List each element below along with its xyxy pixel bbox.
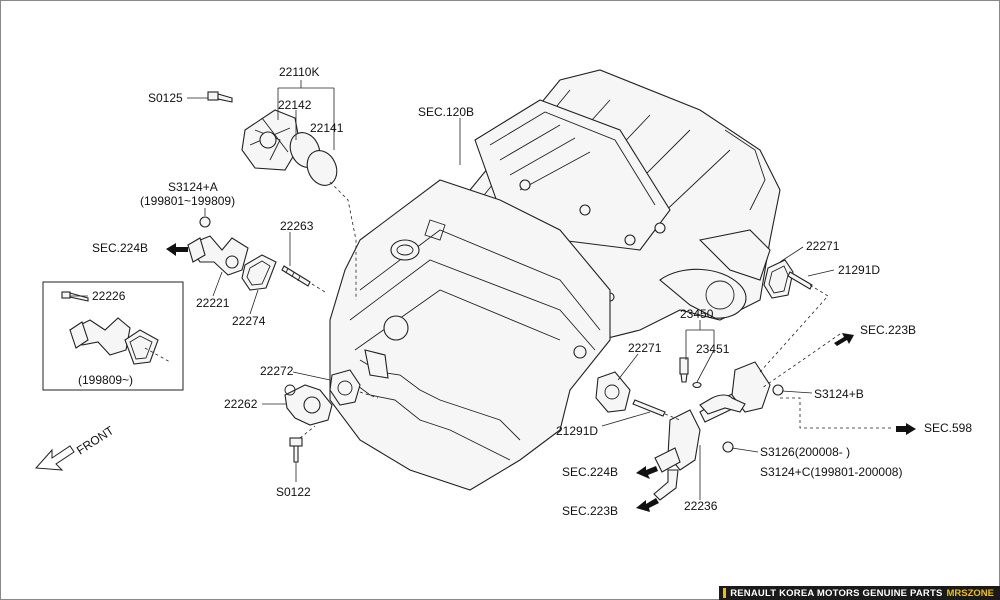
gasket-22271-right <box>763 259 794 299</box>
arrow-sec223b-bottom <box>636 498 659 512</box>
arrow-sec598 <box>896 423 916 435</box>
label-sec223b-bottom: SEC.223B <box>562 504 618 518</box>
label-inset-range: (199809~) <box>78 373 133 387</box>
label-22271-mid: 22271 <box>628 341 662 355</box>
stud-22263 <box>281 265 311 287</box>
water-inlet-22262 <box>284 384 333 426</box>
direction-arrows <box>34 243 916 512</box>
gasket-22272 <box>329 369 361 406</box>
stud-21291D-right <box>787 271 813 290</box>
footer-brand-text: RENAULT KOREA MOTORS GENUINE PARTS <box>730 587 943 599</box>
footer-zone-text: MRSZONE <box>946 587 995 599</box>
label-sec598: SEC.598 <box>924 421 972 435</box>
label-22226: 22226 <box>92 289 126 303</box>
stud-21291D-mid <box>632 399 666 417</box>
label-22236: 22236 <box>684 499 718 513</box>
front-arrow <box>34 445 75 471</box>
label-sec120b: SEC.120B <box>418 105 474 119</box>
label-22272: 22272 <box>260 364 294 378</box>
water-pipe-22236 <box>653 361 784 501</box>
label-21291D-right: 21291D <box>838 263 880 277</box>
arrow-sec224b-bottom <box>636 466 658 479</box>
label-23450: 23450 <box>680 307 714 321</box>
bolt-s0125 <box>207 91 233 103</box>
label-22221: 22221 <box>196 296 230 310</box>
label-s3124a: S3124+A <box>168 180 218 194</box>
washer-23451 <box>692 381 702 389</box>
sensor-23450 <box>679 357 689 383</box>
label-22110K: 22110K <box>279 65 319 79</box>
bolt-s0122 <box>289 437 303 463</box>
arrow-sec224b-left <box>166 243 188 256</box>
water-pump <box>241 109 338 186</box>
water-outlet-22221 <box>187 216 249 276</box>
leader-lines <box>70 80 892 500</box>
footer-banner: RENAULT KOREA MOTORS GENUINE PARTS MRSZO… <box>719 586 1000 600</box>
label-23451: 23451 <box>696 342 730 356</box>
label-s3124b: S3124+B <box>814 387 864 401</box>
label-sec224b-left: SEC.224B <box>92 241 148 255</box>
label-22263: 22263 <box>280 219 314 233</box>
label-sec223b-right: SEC.223B <box>860 323 916 337</box>
gasket-22271-mid <box>595 371 631 413</box>
cylinder-head <box>329 179 611 491</box>
label-22274: 22274 <box>232 314 266 328</box>
label-21291D-mid: 21291D <box>556 424 598 438</box>
label-22271-right: 22271 <box>806 239 840 253</box>
gasket-22274 <box>241 254 277 291</box>
label-22141: 22141 <box>310 121 344 135</box>
arrow-sec223b-right <box>834 333 854 346</box>
label-sec224b-bottom: SEC.224B <box>562 465 618 479</box>
inset-box <box>42 281 184 391</box>
label-s0122: S0122 <box>276 485 311 499</box>
label-22142: 22142 <box>278 98 312 112</box>
footer-accent-mark <box>723 588 727 598</box>
label-s0125: S0125 <box>148 91 183 105</box>
label-s3126: S3126(200008- ) <box>760 445 850 459</box>
label-s3124c: S3124+C(199801-200008) <box>760 465 902 479</box>
label-s3124a-range: (199801~199809) <box>140 194 235 208</box>
label-22262: 22262 <box>224 397 258 411</box>
